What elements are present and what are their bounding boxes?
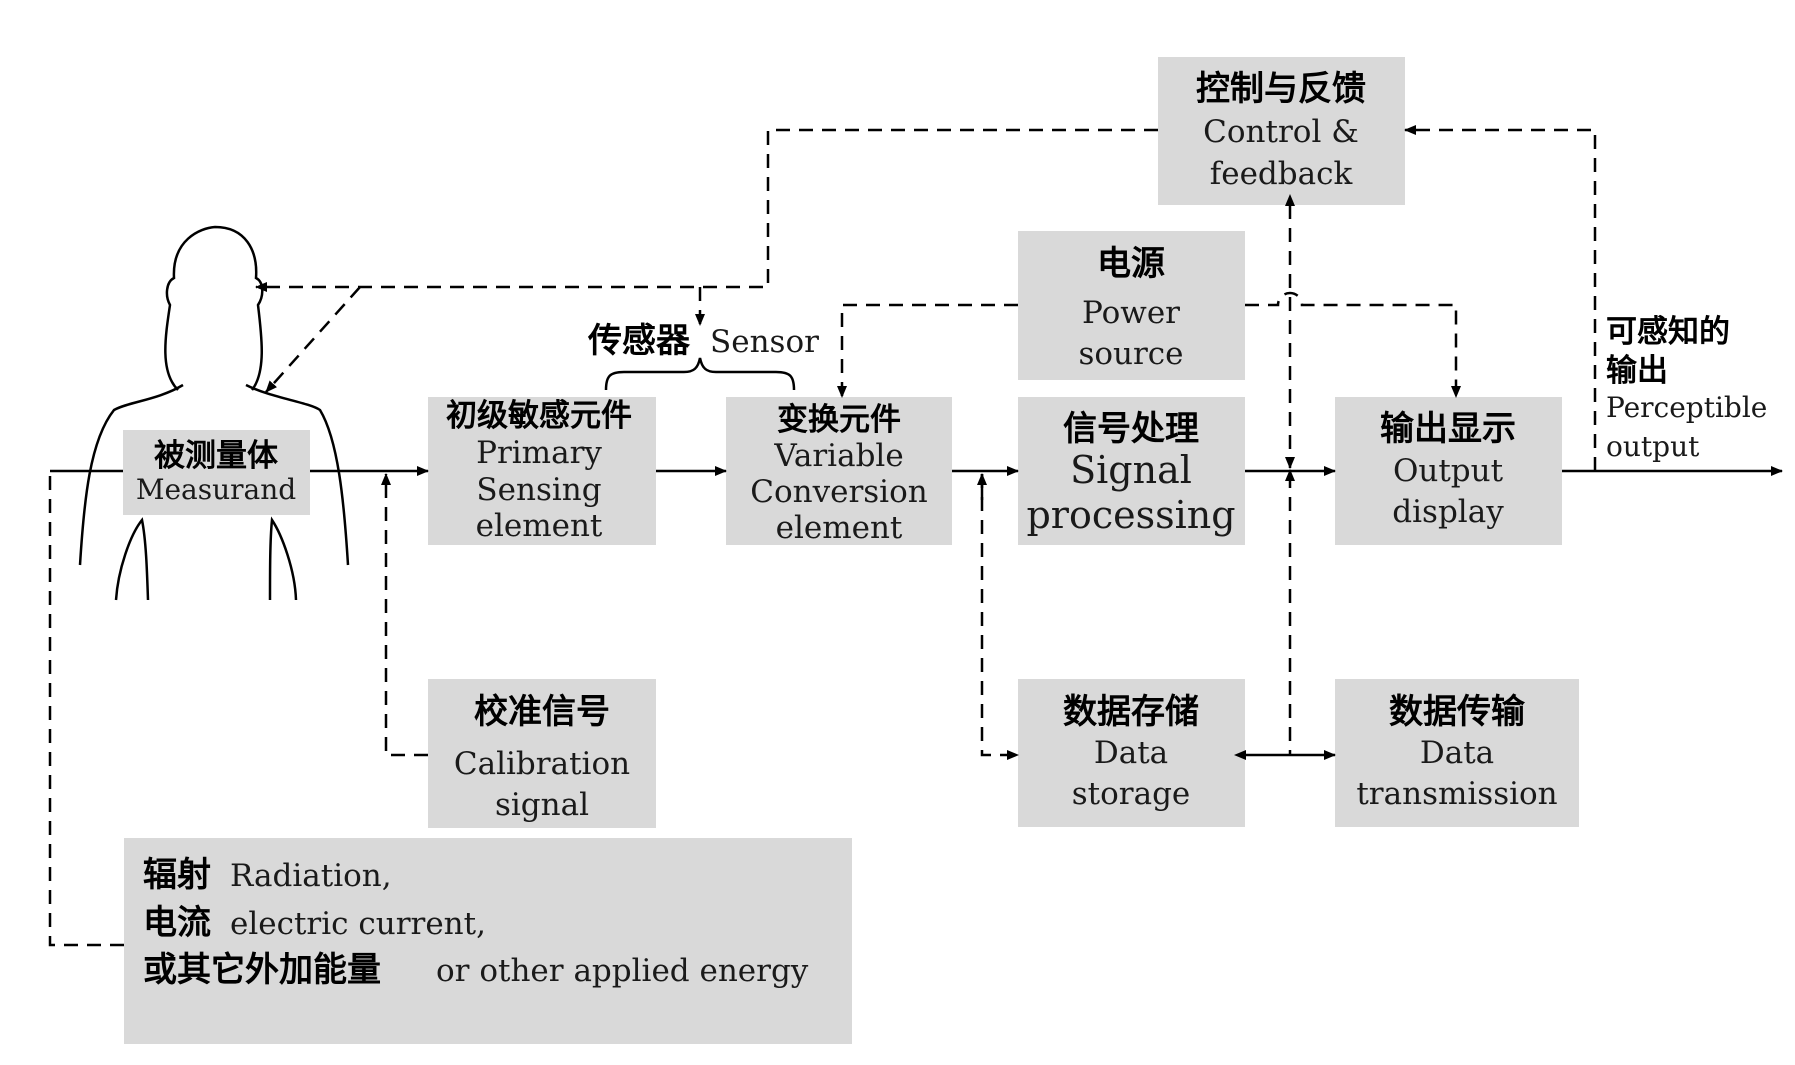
sensor-en-label: Sensor (710, 324, 819, 360)
energy-zh-label-2: 电流 (143, 903, 211, 943)
primary-sensing-box (428, 397, 656, 545)
energy-zh-label-1: 辐射 (143, 855, 211, 895)
dash-energy-to-measurand (48, 471, 124, 947)
transmission-zh-label: 数据传输 (1389, 692, 1526, 732)
storage-en-label-2: storage (1072, 776, 1191, 812)
dash-control-to-measurand (255, 128, 1158, 292)
signal-en-label-2: processing (1026, 493, 1235, 537)
primary-zh-label: 初级敏感元件 (446, 398, 632, 434)
dash-power-to-conversion (837, 303, 1018, 398)
primary-en-label-3: element (476, 508, 603, 544)
conversion-en-label-1: Variable (773, 438, 903, 474)
control-feedback-box (1158, 57, 1405, 205)
dash-output-to-control (1404, 125, 1597, 471)
sensor-brace (604, 357, 796, 391)
storage-zh-label: 数据存储 (1063, 692, 1199, 732)
measurand-box (123, 430, 310, 515)
data-transmission-box (1335, 679, 1579, 827)
signal-en-label-1: Signal (1070, 448, 1192, 492)
primary-en-label-2: Sensing (476, 472, 601, 508)
output-en-label-1: Output (1393, 453, 1504, 489)
control-en-label-1: Control & (1203, 114, 1359, 150)
output-zh-label: 输出显示 (1380, 409, 1516, 449)
output-display-box (1335, 397, 1562, 545)
calibration-en-label-2: signal (495, 787, 589, 823)
measurand-zh-label: 被测量体 (154, 438, 278, 474)
transmission-en-label-2: transmission (1356, 776, 1557, 812)
power-en-label-2: source (1078, 336, 1183, 372)
data-storage-box (1018, 679, 1245, 827)
energy-en-label-1: Radiation, (230, 858, 392, 894)
human-silhouette-icon (78, 225, 350, 601)
transmission-en-label-1: Data (1420, 735, 1494, 771)
storage-en-label-1: Data (1094, 735, 1168, 771)
energy-en-label-2: electric current, (230, 906, 486, 942)
signal-zh-label: 信号处理 (1063, 409, 1199, 449)
perceptible-zh-label-2: 输出 (1606, 353, 1668, 389)
power-en-label-1: Power (1082, 295, 1180, 331)
perceptible-en-label-1: Perceptible (1606, 391, 1767, 424)
power-source-box (1018, 231, 1245, 380)
variable-conversion-box (726, 397, 952, 545)
calibration-en-label-1: Calibration (454, 746, 630, 782)
output-en-label-2: display (1392, 494, 1504, 530)
energy-en-label-3: or other applied energy (436, 953, 809, 989)
conversion-zh-label: 变换元件 (777, 402, 901, 438)
control-zh-label: 控制与反馈 (1196, 69, 1366, 109)
dash-signal-to-storage (980, 474, 1019, 760)
energy-zh-label-3: 或其它外加能量 (143, 950, 381, 990)
sensor-zh-label: 传感器 (587, 321, 691, 361)
signal-processing-box (1018, 397, 1245, 545)
conversion-en-label-3: element (776, 510, 903, 546)
calibration-zh-label: 校准信号 (474, 692, 610, 732)
control-en-label-2: feedback (1210, 156, 1353, 192)
power-zh-label: 电源 (1097, 244, 1165, 284)
perceptible-en-label-2: output (1606, 430, 1700, 463)
perceptible-zh-label-1: 可感知的 (1606, 314, 1730, 350)
conversion-en-label-2: Conversion (750, 474, 928, 510)
primary-en-label-1: Primary (476, 435, 602, 471)
calibration-signal-box (428, 679, 656, 828)
dash-calibration-to-primary (381, 473, 428, 757)
applied-energy-box (124, 838, 852, 1044)
measurand-en-label: Measurand (136, 473, 296, 506)
dash-head-to-chest (265, 286, 361, 393)
dash-power-to-output (1245, 291, 1461, 398)
